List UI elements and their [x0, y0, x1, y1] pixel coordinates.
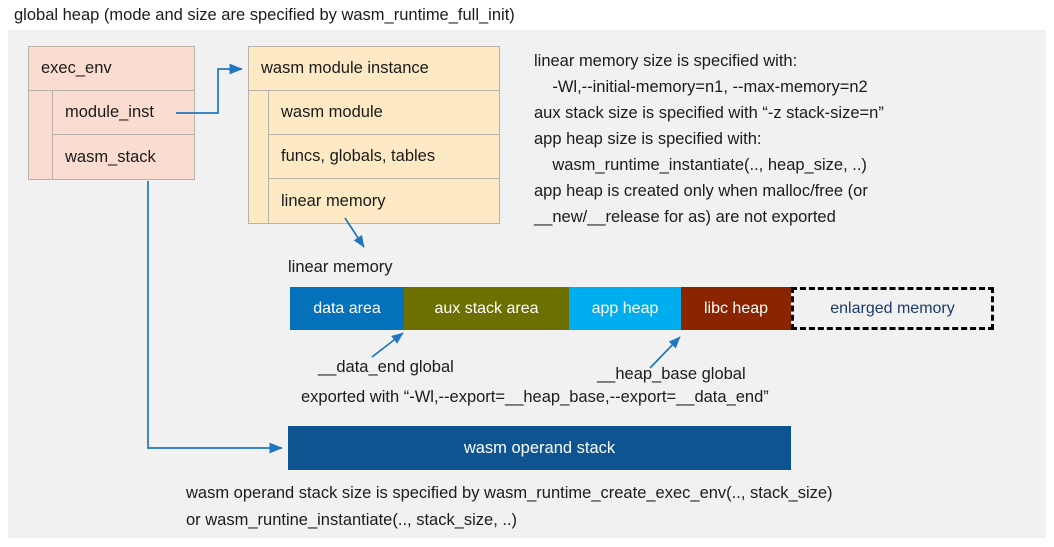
exec-env-gutter	[29, 91, 53, 180]
segment-aux-stack-area: aux stack area	[404, 287, 569, 330]
segment-enlarged-memory: enlarged memory	[791, 287, 994, 330]
exec-env-rows: module_inst wasm_stack	[53, 91, 194, 180]
annotation-heap-base: __heap_base global	[597, 365, 746, 383]
exec-env-field-wasm-stack: wasm_stack	[65, 148, 156, 166]
linear-memory-bar: data area aux stack area app heap libc h…	[290, 287, 994, 330]
wasm-operand-stack-bar: wasm operand stack	[288, 426, 791, 470]
wasm-module-instance-header: wasm module instance	[249, 47, 499, 91]
linear-memory-caption: linear memory	[288, 258, 393, 276]
field-funcs-globals-tables: funcs, globals, tables	[269, 135, 499, 179]
segment-data-area: data area	[290, 287, 404, 330]
exec-env-field-module-inst: module_inst	[53, 91, 194, 135]
field-wasm-module: wasm module	[269, 91, 499, 135]
field-linear-memory: linear memory	[281, 192, 386, 210]
exec-env-box: exec_env module_inst wasm_stack	[28, 46, 195, 180]
linear-memory-note: linear memory size is specified with: -W…	[534, 52, 884, 226]
page-title: global heap (mode and size are specified…	[14, 6, 515, 24]
annotation-exported-with: exported with “-Wl,--export=__heap_base,…	[301, 388, 769, 406]
wasm-module-instance-rows: wasm module funcs, globals, tables linea…	[269, 91, 499, 224]
operand-stack-note: wasm operand stack size is specified by …	[186, 484, 833, 529]
exec-env-body: module_inst wasm_stack	[29, 91, 194, 180]
wasm-module-instance-body: wasm module funcs, globals, tables linea…	[249, 91, 499, 224]
segment-app-heap: app heap	[569, 287, 681, 330]
wasm-module-instance-box: wasm module instance wasm module funcs, …	[248, 46, 500, 224]
exec-env-header: exec_env	[29, 47, 194, 91]
wasm-module-instance-gutter	[249, 91, 269, 224]
annotation-data-end: __data_end global	[318, 358, 454, 376]
segment-libc-heap: libc heap	[681, 287, 791, 330]
